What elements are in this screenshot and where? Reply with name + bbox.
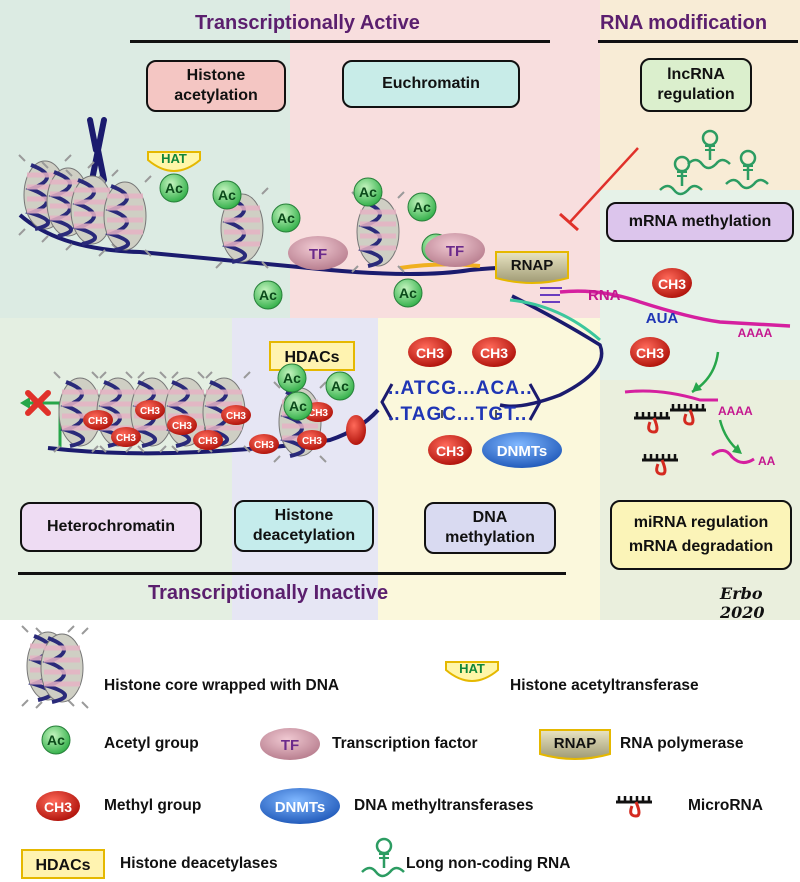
bg-heterochromatin (0, 318, 232, 620)
box-dna-methylation: DNA methylation (424, 502, 556, 554)
bg-dna-methylation (378, 318, 600, 620)
aua-label: AUA (646, 310, 679, 327)
ch3-label: CH3 (658, 276, 686, 292)
tf-label: TF (309, 246, 327, 263)
legend-label-methyl: Methyl group (104, 797, 202, 814)
legend-label-dnmts: DNA methyltransferases (354, 797, 534, 814)
ch3-label: CH3 (436, 443, 464, 459)
legend-svg: HAT Ac TF RNAP CH3 DNMTs HDACs (0, 620, 654, 879)
ch3-label: CH3 (302, 436, 322, 447)
rule-rna-mod (598, 40, 798, 43)
ch3-label: CH3 (116, 433, 136, 444)
legend-ac-label: Ac (47, 732, 65, 748)
legend-hdacs-label: HDACs (35, 857, 90, 874)
title-transcriptionally-active: Transcriptionally Active (195, 12, 420, 34)
aaaa-label: AAAA (738, 326, 773, 340)
ch3-label: CH3 (140, 406, 160, 417)
label-mirna-regulation: miRNA regulation (633, 514, 769, 531)
box-histone-acetylation: Histone acetylation (146, 60, 286, 112)
ch3-label: CH3 (416, 345, 444, 361)
ch3-label: CH3 (88, 416, 108, 427)
ac-label: Ac (218, 187, 236, 203)
ac-label: Ac (331, 378, 349, 394)
hat-label: HAT (161, 151, 187, 166)
rna-label: RNA (588, 287, 621, 304)
box-heterochromatin: Heterochromatin (20, 502, 202, 552)
ch3-label: CH3 (636, 345, 664, 361)
title-rna-modification: RNA modification (600, 12, 768, 34)
box-lncrna-regulation: lncRNA regulation (640, 58, 752, 112)
hdacs-label: HDACs (284, 349, 339, 366)
ch3-label: CH3 (226, 411, 246, 422)
ch3-label: CH3 (480, 345, 508, 361)
ch3-label: CH3 (198, 436, 218, 447)
legend-label-rnap: RNA polymerase (620, 735, 744, 752)
ch3-label: CH3 (254, 440, 274, 451)
ac-label: Ac (283, 370, 301, 386)
box-mirna-mrna: miRNA regulation mRNA degradation (610, 500, 792, 570)
rnap-label: RNAP (511, 257, 554, 274)
ch3-label: CH3 (308, 408, 328, 419)
legend-label-hdacs: Histone deacetylases (120, 855, 278, 872)
ac-label: Ac (277, 210, 295, 226)
legend-label-acetyl: Acetyl group (104, 735, 199, 752)
legend-tf-label: TF (281, 737, 299, 754)
author-signature: Erbo 2020 (720, 584, 765, 622)
hat-shape (147, 151, 201, 172)
legend-rnap-label: RNAP (554, 735, 597, 752)
dna-sequence-top: ..ATCG...ACA.. (388, 378, 533, 399)
ac-label: Ac (359, 184, 377, 200)
box-mrna-methylation: mRNA methylation (606, 202, 794, 242)
legend-ch3-label: CH3 (44, 799, 72, 815)
box-histone-deacetylation: Histone deacetylation (234, 500, 374, 552)
legend-label-tf: Transcription factor (332, 735, 478, 752)
aaaa-label: AAAA (718, 404, 753, 418)
legend-label-lncrna: Long non-coding RNA (406, 855, 571, 872)
legend-dnmts-label: DNMTs (275, 799, 326, 816)
ac-label: Ac (289, 398, 307, 414)
tf-label: TF (446, 243, 464, 260)
ch3-label: CH3 (172, 421, 192, 432)
title-transcriptionally-inactive: Transcriptionally Inactive (148, 582, 389, 604)
rule-active (130, 40, 550, 43)
box-euchromatin: Euchromatin (342, 60, 520, 108)
legend-label-histone-core: Histone core wrapped with DNA (104, 677, 340, 694)
ac-label: Ac (259, 287, 277, 303)
bg-active-left (0, 0, 290, 318)
dnmts-label: DNMTs (497, 443, 548, 460)
diagram-svg: HAT Ac Ac Ac Ac Ac Ac Ac Ac TF TF RNAP (0, 117, 791, 476)
ac-label: Ac (399, 285, 417, 301)
dna-sequence-bottom: ..TAGC...TGT.. (388, 404, 528, 425)
ac-label: Ac (413, 199, 431, 215)
ac-label: Ac (165, 180, 183, 196)
legend-hat-label: HAT (459, 661, 485, 676)
rule-inactive (18, 572, 566, 575)
legend-label-hat: Histone acetyltransferase (510, 677, 699, 694)
legend-label-microrna: MicroRNA (688, 797, 763, 814)
label-mrna-degradation: mRNA degradation (628, 538, 774, 555)
aa-label: AA (758, 454, 776, 468)
